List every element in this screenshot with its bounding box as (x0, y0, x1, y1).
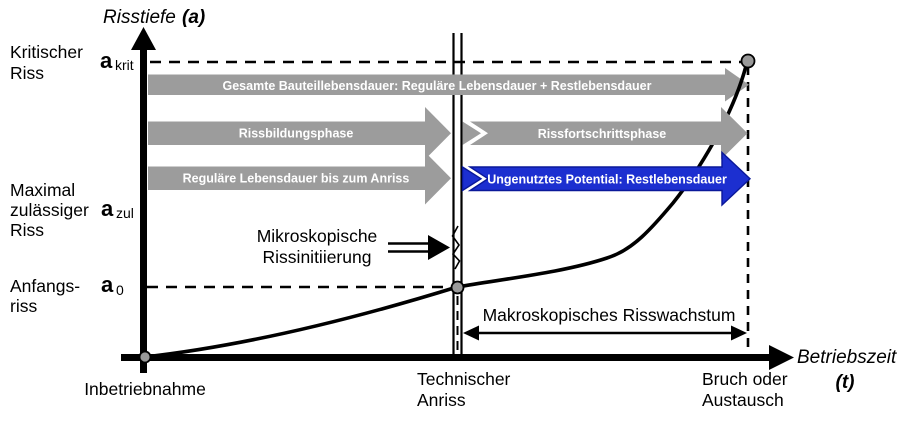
label-bruch-oder-austausch: Bruch oder Austausch (702, 369, 788, 410)
max-allowed-crack-label: Maximal zulässiger Riss a zul (10, 180, 134, 240)
initial-crack-label: Anfangs- riss a 0 (10, 272, 124, 316)
svg-text:Riss: Riss (10, 220, 44, 240)
a-krit-subscript: krit (115, 57, 134, 73)
a-0-subscript: 0 (116, 282, 124, 298)
macro-growth-annotation: Makroskopisches Risswachstum (463, 305, 747, 341)
band-regular-life: Reguläre Lebensdauer bis zum Anriss (148, 152, 451, 205)
micro-initiation-label-line1: Mikroskopische (257, 226, 378, 246)
svg-text:Kritischer: Kritischer (10, 42, 83, 62)
y-axis-symbol: (a) (182, 7, 205, 28)
svg-text:Technischer: Technischer (417, 369, 511, 389)
crack-zigzag-icon (451, 225, 461, 270)
svg-text:Bruch oder: Bruch oder (702, 369, 788, 389)
svg-text:Anfangs-: Anfangs- (10, 276, 80, 296)
a-0-symbol: a (101, 272, 114, 297)
a-krit-symbol: a (100, 48, 113, 73)
svg-text:zulässiger: zulässiger (10, 200, 89, 220)
micro-initiation-annotation: Mikroskopische Rissinitiierung (257, 226, 450, 267)
svg-text:Riss: Riss (10, 63, 44, 83)
dot-technical-crack (450, 280, 465, 295)
band-unused-potential: Ungenutztes Potential: Restlebensdauer (461, 150, 752, 207)
a-zul-symbol: a (101, 196, 114, 221)
label-technischer-anriss: Technischer Anriss (417, 369, 511, 410)
x-axis (121, 345, 794, 370)
svg-text:Maximal: Maximal (10, 180, 75, 200)
a-zul-subscript: zul (116, 205, 134, 221)
micro-initiation-label-line2: Rissinitiierung (263, 247, 372, 267)
band-total-lifetime: Gesamte Bauteillebensdauer: Reguläre Leb… (148, 68, 749, 102)
label-inbetriebnahme: Inbetriebnahme (84, 379, 206, 399)
y-axis-arrowhead (131, 27, 156, 50)
band-crack-propagation: Rissfortschrittsphase (462, 107, 748, 160)
y-axis-title: Risstiefe (103, 7, 176, 28)
dot-start (138, 350, 152, 364)
svg-text:Austausch: Austausch (702, 390, 784, 410)
svg-text:Anriss: Anriss (417, 390, 466, 410)
band-total-lifetime-label: Gesamte Bauteillebensdauer: Reguläre Leb… (223, 79, 652, 93)
band-crack-propagation-label: Rissfortschrittsphase (538, 127, 667, 141)
dot-critical-crack (740, 53, 756, 69)
x-axis-title: Betriebszeit (797, 347, 897, 368)
implies-arrow-icon (388, 235, 450, 260)
band-unused-potential-label: Ungenutztes Potential: Restlebensdauer (487, 173, 727, 187)
band-crack-formation: Rissbildungsphase (148, 107, 451, 160)
x-axis-symbol: (t) (836, 372, 855, 393)
band-regular-life-label: Reguläre Lebensdauer bis zum Anriss (183, 172, 410, 186)
y-axis (131, 27, 156, 373)
x-axis-arrowhead (769, 345, 794, 370)
critical-crack-label: Kritischer Riss a krit (10, 42, 134, 83)
band-crack-formation-label: Rissbildungsphase (239, 127, 354, 141)
macro-growth-span-arrow (463, 325, 747, 341)
macro-growth-label: Makroskopisches Risswachstum (483, 305, 736, 325)
svg-text:riss: riss (10, 296, 37, 316)
